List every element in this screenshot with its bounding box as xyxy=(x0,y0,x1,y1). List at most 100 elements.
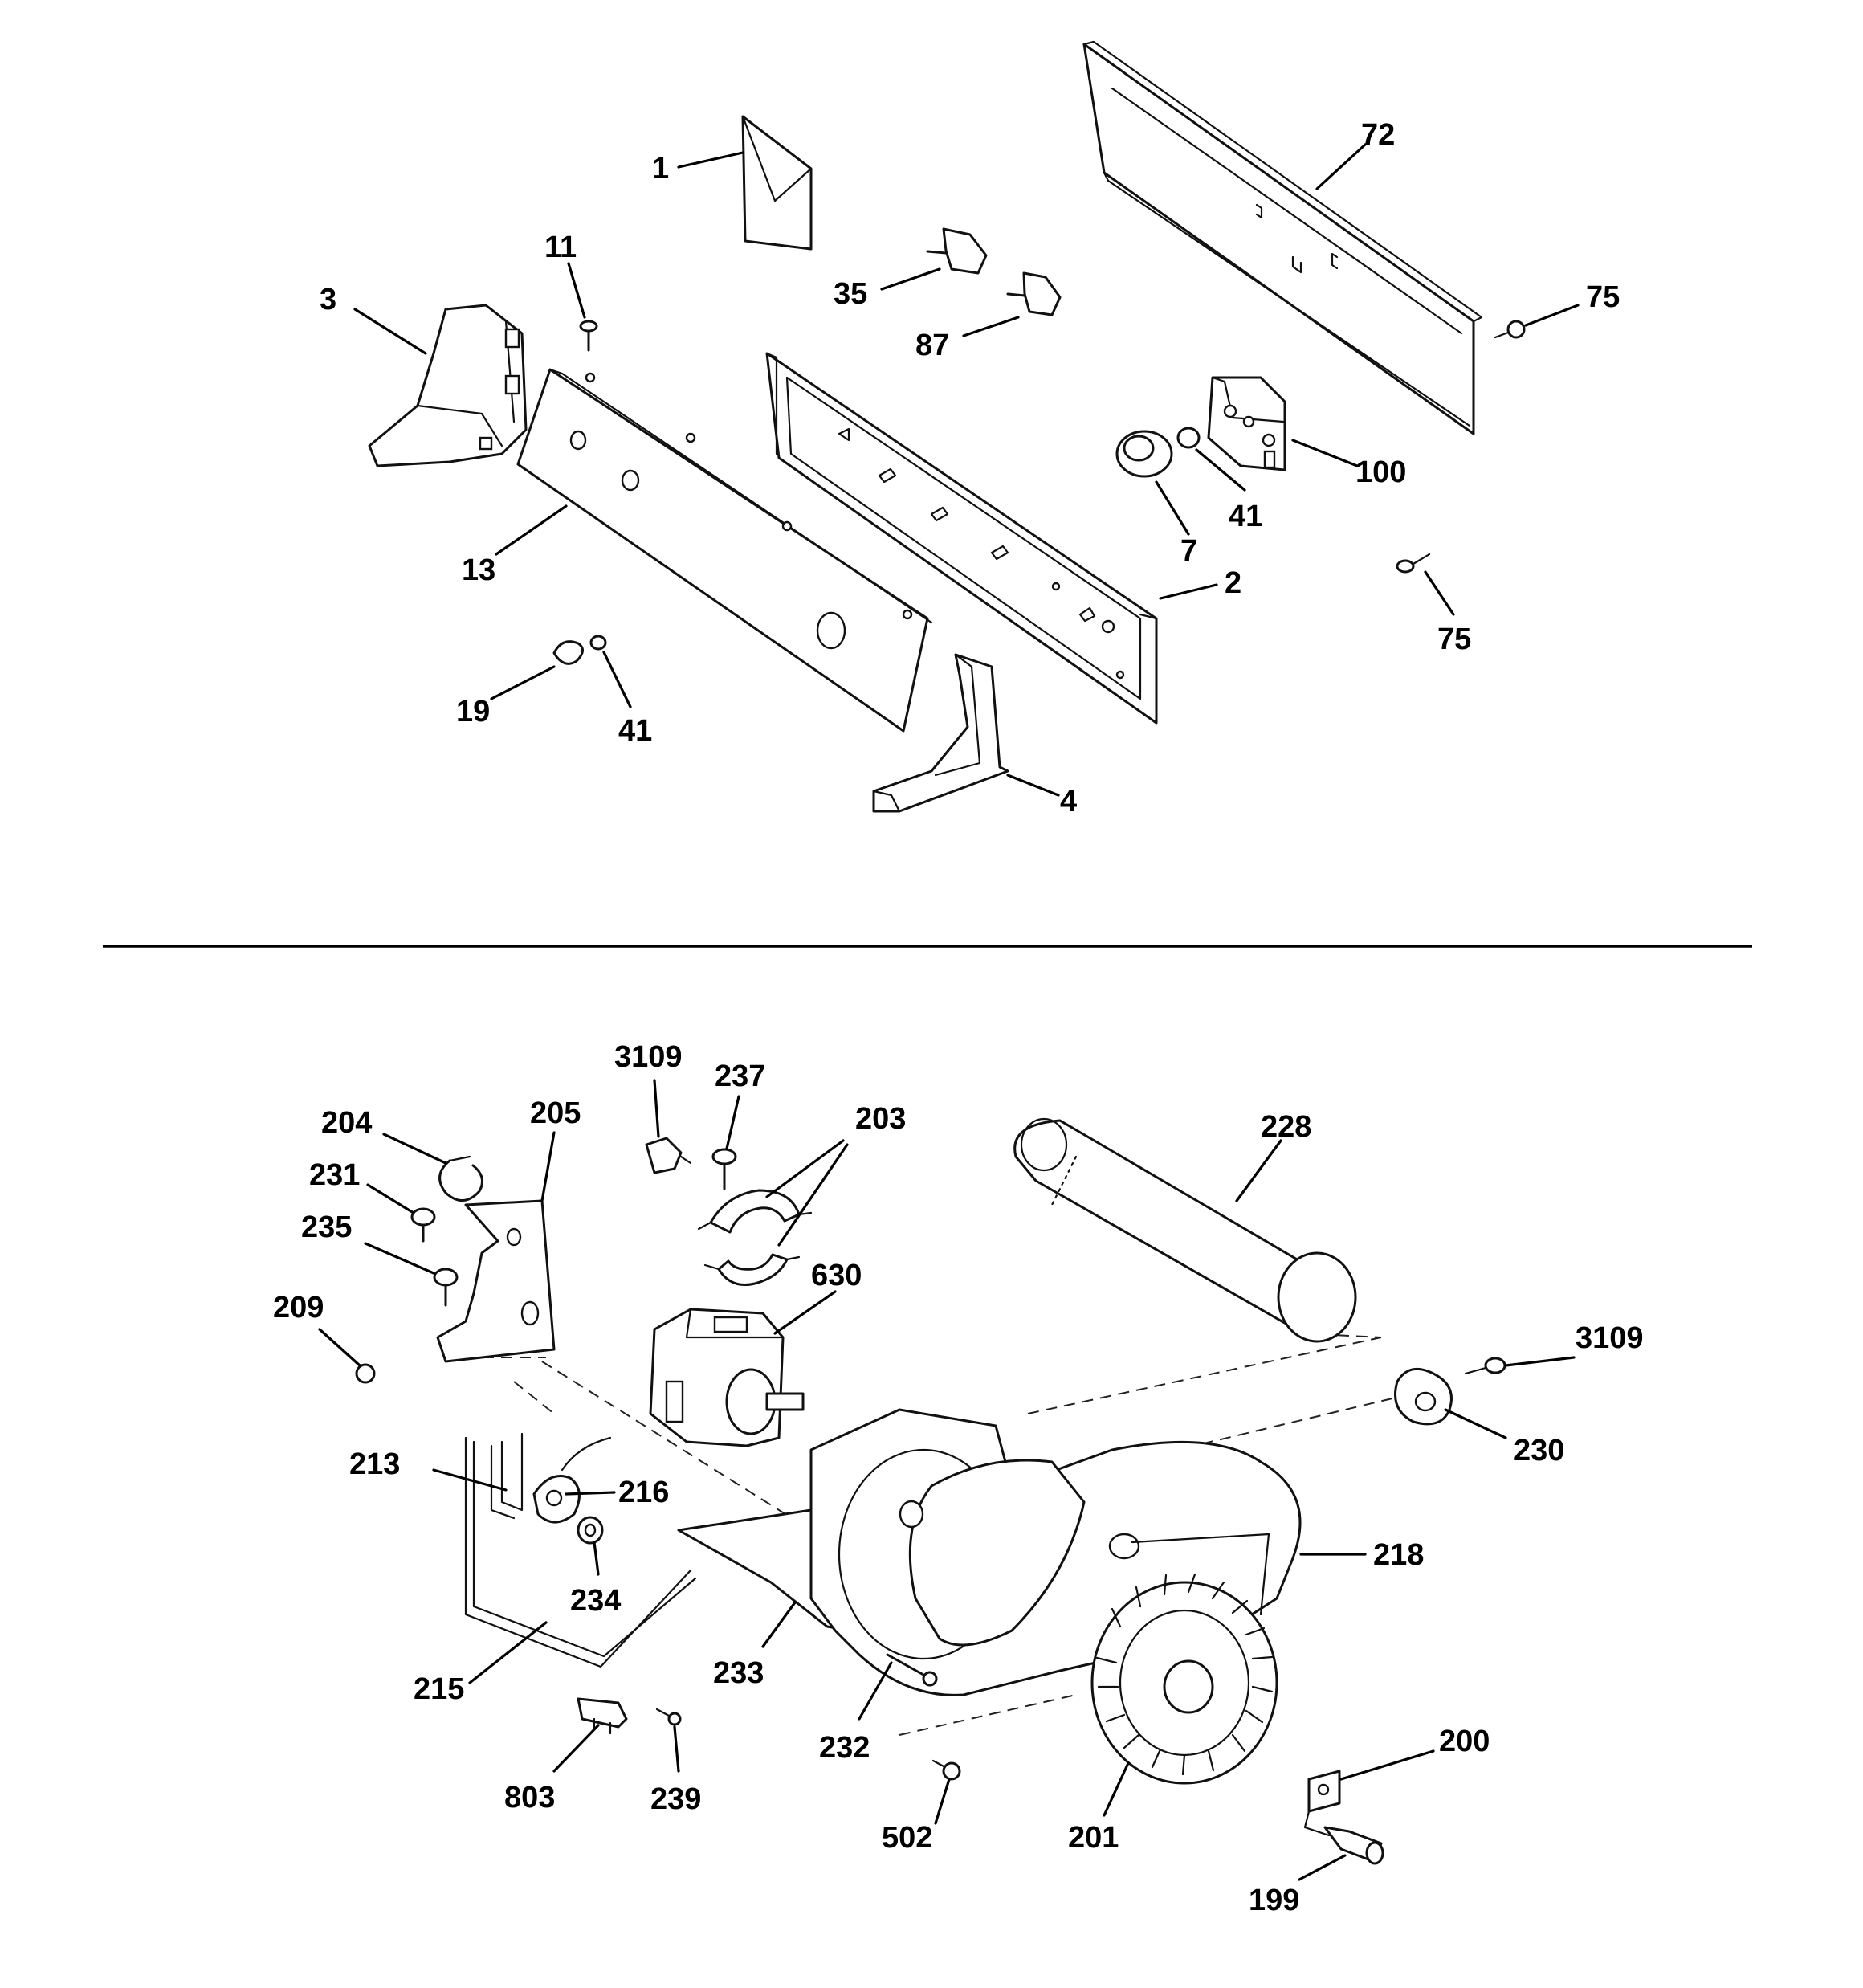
part-41-bushing-lower xyxy=(589,635,607,651)
leader-204 xyxy=(382,1133,447,1165)
leader-215 xyxy=(468,1621,548,1684)
leader-199 xyxy=(1298,1854,1347,1881)
callout-205: 205 xyxy=(530,1096,581,1130)
part-231-screw xyxy=(410,1207,436,1243)
part-201-blower-wheel xyxy=(1090,1573,1278,1785)
part-4-right-endcap xyxy=(872,653,1009,813)
leader-203a xyxy=(765,1139,845,1198)
leader-237 xyxy=(725,1095,740,1150)
callout-87: 87 xyxy=(915,329,949,362)
part-205-bracket xyxy=(436,1199,556,1363)
leader-239 xyxy=(673,1725,680,1773)
callout-209: 209 xyxy=(273,1291,324,1325)
leader-75b xyxy=(1424,570,1455,616)
leader-502 xyxy=(934,1778,951,1825)
alignment-line-c xyxy=(1027,1337,1382,1414)
leader-233 xyxy=(761,1601,797,1648)
alignment-line-d xyxy=(1300,1333,1382,1338)
leader-2 xyxy=(1159,583,1218,600)
part-230-thermostat xyxy=(1394,1367,1453,1426)
part-204-clip xyxy=(438,1155,484,1202)
callout-72: 72 xyxy=(1361,118,1395,152)
part-11-screw xyxy=(579,320,598,352)
callout-232: 232 xyxy=(819,1731,870,1765)
leader-803 xyxy=(552,1724,600,1773)
callout-230: 230 xyxy=(1514,1434,1564,1468)
leader-201 xyxy=(1103,1761,1130,1817)
part-72-rear-panel xyxy=(1082,40,1483,435)
leader-230 xyxy=(1444,1408,1507,1439)
part-232-screw xyxy=(886,1653,938,1687)
leader-209 xyxy=(318,1328,361,1367)
leader-216 xyxy=(565,1491,616,1496)
part-87-clip xyxy=(1006,271,1062,316)
alignment-line-g xyxy=(513,1381,555,1414)
leader-3 xyxy=(353,308,427,355)
callout-35: 35 xyxy=(834,277,867,311)
callout-7: 7 xyxy=(1180,534,1197,568)
part-234-nut xyxy=(577,1516,604,1545)
callout-235: 235 xyxy=(301,1210,352,1244)
leader-3109a xyxy=(653,1079,660,1138)
callout-13: 13 xyxy=(462,553,495,587)
part-100-timer xyxy=(1207,376,1286,471)
leader-231 xyxy=(366,1183,415,1214)
leader-41a xyxy=(1195,448,1246,492)
leader-72 xyxy=(1315,143,1367,190)
callout-3109a: 3109 xyxy=(614,1040,683,1074)
part-239-screw xyxy=(655,1708,682,1726)
callout-203: 203 xyxy=(855,1102,906,1136)
callout-228: 228 xyxy=(1261,1110,1311,1144)
leader-75a xyxy=(1524,304,1580,327)
leader-13 xyxy=(495,504,568,556)
callout-233: 233 xyxy=(713,1656,764,1690)
leader-1 xyxy=(677,151,744,169)
part-3-left-endcap xyxy=(368,304,528,467)
leader-232 xyxy=(858,1661,893,1721)
callout-218: 218 xyxy=(1373,1538,1424,1572)
part-203-clamp-lower xyxy=(703,1253,801,1286)
callout-200: 200 xyxy=(1439,1725,1490,1758)
callout-213: 213 xyxy=(349,1447,400,1481)
callout-215: 215 xyxy=(414,1672,464,1706)
leader-35 xyxy=(880,267,941,291)
callout-239: 239 xyxy=(650,1782,701,1816)
callout-201: 201 xyxy=(1068,1821,1119,1855)
callout-237: 237 xyxy=(715,1059,765,1093)
part-75-screw-upper xyxy=(1494,320,1526,339)
part-200-bracket xyxy=(1303,1770,1341,1837)
leader-41b xyxy=(602,651,632,708)
part-3109-screw-lower xyxy=(1464,1357,1506,1375)
part-2-control-frame xyxy=(765,352,1158,725)
callout-75a: 75 xyxy=(1586,280,1620,314)
leader-228 xyxy=(1235,1139,1282,1202)
callout-100: 100 xyxy=(1355,455,1406,489)
leader-234 xyxy=(593,1541,600,1576)
part-1-envelope xyxy=(741,115,813,251)
part-75-screw-lower xyxy=(1396,553,1431,574)
part-215-idler-wire xyxy=(464,1436,697,1668)
callout-1: 1 xyxy=(652,152,669,186)
callout-19: 19 xyxy=(456,695,490,729)
part-203-clamp-upper xyxy=(697,1189,813,1234)
part-213-switch-assembly xyxy=(490,1432,581,1524)
callout-75b: 75 xyxy=(1437,623,1471,656)
part-209-nut xyxy=(355,1363,376,1384)
callout-216: 216 xyxy=(618,1476,669,1509)
lower-section-motor-blower: 3109 237 203 204 205 228 231 235 630 209… xyxy=(273,1040,1644,1917)
callout-231: 231 xyxy=(309,1158,360,1192)
leader-200 xyxy=(1339,1749,1435,1781)
part-630-motor xyxy=(649,1308,805,1447)
callout-2: 2 xyxy=(1225,566,1241,600)
callout-41b: 41 xyxy=(618,714,652,748)
leader-11 xyxy=(567,262,586,319)
callout-234: 234 xyxy=(570,1584,621,1618)
leader-19 xyxy=(490,665,556,700)
leader-213 xyxy=(432,1468,508,1492)
callout-502: 502 xyxy=(882,1821,932,1855)
part-502-screw xyxy=(932,1759,961,1781)
callout-41a: 41 xyxy=(1229,500,1262,533)
part-237-screw xyxy=(711,1148,737,1190)
leader-4 xyxy=(1006,774,1060,797)
